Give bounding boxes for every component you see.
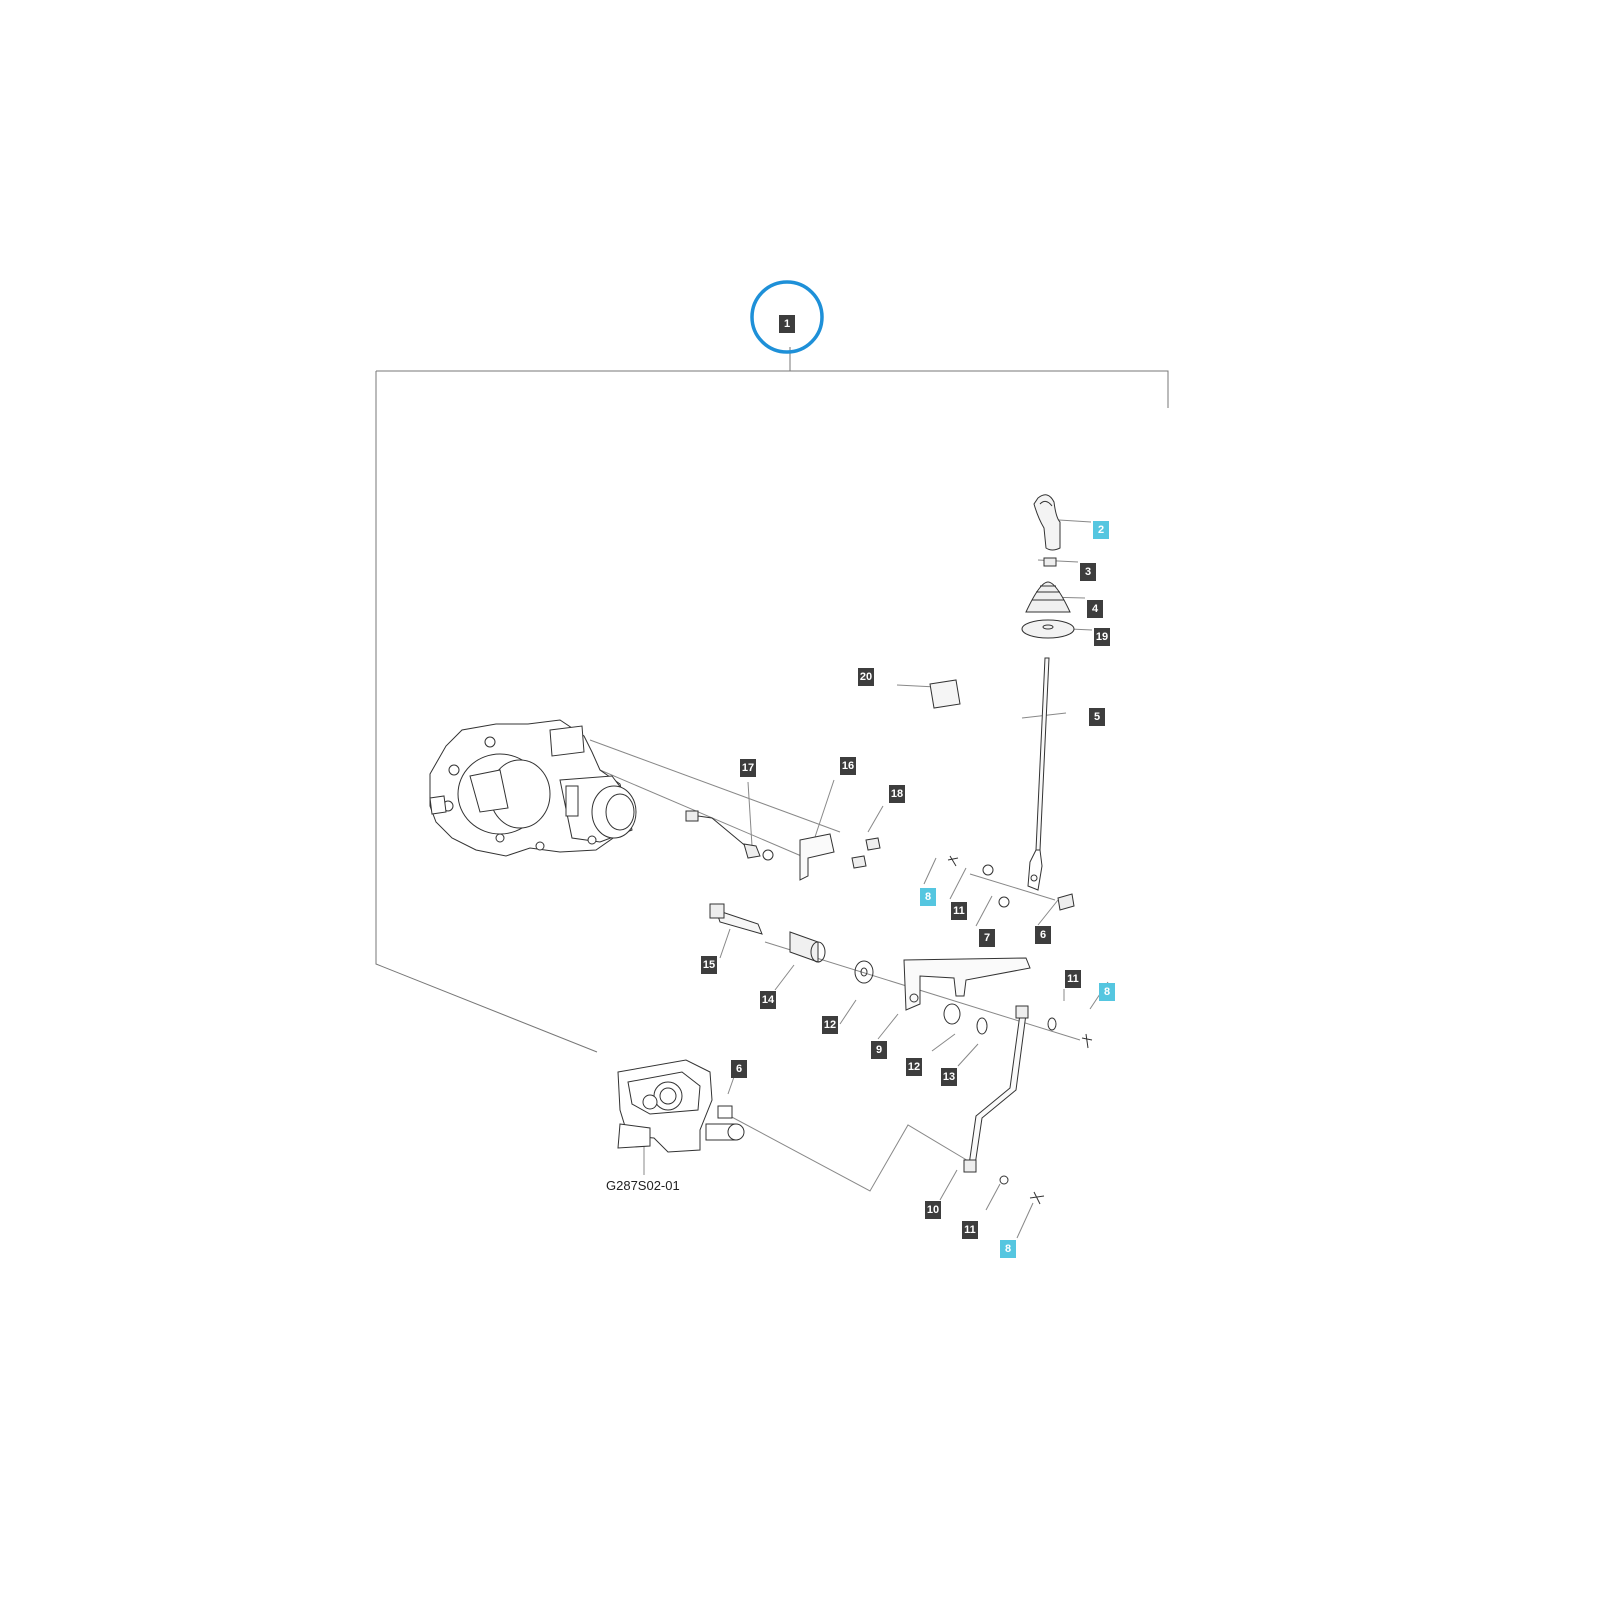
assembly-bracket: [375, 347, 1169, 1053]
callout-8-right[interactable]: 8: [1099, 983, 1115, 1001]
callout-5[interactable]: 5: [1089, 708, 1105, 726]
callout-4[interactable]: 4: [1087, 600, 1103, 618]
callout-18[interactable]: 18: [889, 785, 905, 803]
washer: [854, 960, 874, 984]
sensor-bracket: [799, 833, 835, 881]
callout-16[interactable]: 16: [840, 757, 856, 775]
pivot-shaft: [709, 903, 763, 935]
callout-11-lower[interactable]: 11: [962, 1221, 978, 1239]
nut: [1043, 557, 1057, 567]
link-rod: [963, 1005, 1029, 1173]
callout-10[interactable]: 10: [925, 1201, 941, 1219]
callout-15[interactable]: 15: [701, 956, 717, 974]
callout-13[interactable]: 13: [941, 1068, 957, 1086]
clevis-pin: [1057, 893, 1075, 911]
gear-knob: [1033, 494, 1061, 551]
assembly-ring: [750, 280, 824, 354]
callout-11-upper[interactable]: 11: [951, 902, 967, 920]
callout-20[interactable]: 20: [858, 668, 874, 686]
callout-19[interactable]: 19: [1094, 628, 1110, 646]
callout-6-upper[interactable]: 6: [1035, 926, 1051, 944]
callout-2[interactable]: 2: [1093, 521, 1109, 539]
cotter-pin: [947, 855, 959, 867]
sensor-cable: [685, 810, 774, 861]
pad: [929, 679, 961, 709]
callout-7[interactable]: 7: [979, 929, 995, 947]
callout-9[interactable]: 9: [871, 1041, 887, 1059]
washer: [998, 896, 1010, 908]
gearbox: [617, 1059, 745, 1153]
callout-17[interactable]: 17: [740, 759, 756, 777]
gear-lever: [1027, 657, 1050, 891]
callout-8-lower[interactable]: 8: [1000, 1240, 1016, 1258]
callout-11-right[interactable]: 11: [1065, 970, 1081, 988]
callout-8-upper[interactable]: 8: [920, 888, 936, 906]
callout-3[interactable]: 3: [1080, 563, 1096, 581]
callout-6-lower[interactable]: 6: [731, 1060, 747, 1078]
bolts: [851, 837, 881, 869]
bushing: [789, 931, 819, 963]
callout-14[interactable]: 14: [760, 991, 776, 1009]
callout-1[interactable]: 1: [779, 315, 795, 333]
washer: [982, 864, 994, 876]
shift-arm: [903, 957, 1031, 1011]
drawing-code: G287S02-01: [606, 1178, 680, 1193]
transmission-housing: [429, 719, 637, 857]
rubber-boot: [1025, 581, 1071, 613]
callout-12-right[interactable]: 12: [906, 1058, 922, 1076]
callout-12-left[interactable]: 12: [822, 1016, 838, 1034]
